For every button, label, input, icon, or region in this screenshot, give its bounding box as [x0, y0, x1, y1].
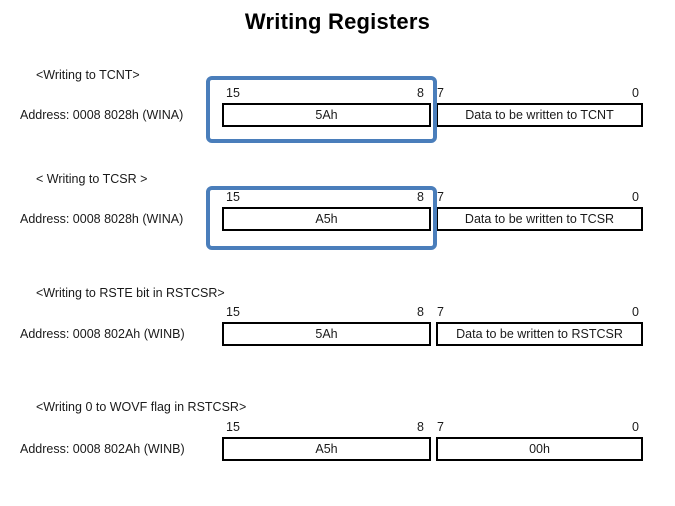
address-label: Address: 0008 8028h (WINA) [20, 212, 184, 226]
register-high-byte: A5h [222, 437, 431, 461]
bit-label-0: 0 [632, 190, 639, 204]
register-low-byte: Data to be written to TCNT [436, 103, 643, 127]
bit-label-row: 15 8 7 0 [222, 305, 643, 320]
bit-label-7: 7 [437, 305, 444, 319]
register-high-byte: 5Ah [222, 103, 431, 127]
bit-label-0: 0 [632, 86, 639, 100]
register: 5Ah Data to be written to RSTCSR [222, 322, 643, 346]
bit-label-0: 0 [632, 305, 639, 319]
register: 5Ah Data to be written to TCNT [222, 103, 643, 127]
section-heading: <Writing to RSTE bit in RSTCSR> [36, 286, 225, 300]
register-high-byte: A5h [222, 207, 431, 231]
bit-label-15: 15 [226, 86, 240, 100]
section-heading: <Writing to TCNT> [36, 68, 140, 82]
bit-label-row: 15 8 7 0 [222, 190, 643, 205]
bit-label-0: 0 [632, 420, 639, 434]
bit-label-8: 8 [417, 420, 424, 434]
bit-label-7: 7 [437, 420, 444, 434]
bit-label-15: 15 [226, 305, 240, 319]
register-low-byte: Data to be written to RSTCSR [436, 322, 643, 346]
bit-label-row: 15 8 7 0 [222, 420, 643, 435]
address-label: Address: 0008 802Ah (WINB) [20, 327, 185, 341]
register: A5h 00h [222, 437, 643, 461]
bit-label-row: 15 8 7 0 [222, 86, 643, 101]
section-heading: <Writing 0 to WOVF flag in RSTCSR> [36, 400, 247, 414]
bit-label-8: 8 [417, 190, 424, 204]
register: A5h Data to be written to TCSR [222, 207, 643, 231]
section-heading: < Writing to TCSR > [36, 172, 148, 186]
bit-label-15: 15 [226, 420, 240, 434]
bit-label-8: 8 [417, 86, 424, 100]
register-low-byte: 00h [436, 437, 643, 461]
address-label: Address: 0008 802Ah (WINB) [20, 442, 185, 456]
bit-label-8: 8 [417, 305, 424, 319]
bit-label-15: 15 [226, 190, 240, 204]
bit-label-7: 7 [437, 86, 444, 100]
register-low-byte: Data to be written to TCSR [436, 207, 643, 231]
register-high-byte: 5Ah [222, 322, 431, 346]
address-label: Address: 0008 8028h (WINA) [20, 108, 184, 122]
page-title: Writing Registers [244, 9, 431, 34]
bit-label-7: 7 [437, 190, 444, 204]
